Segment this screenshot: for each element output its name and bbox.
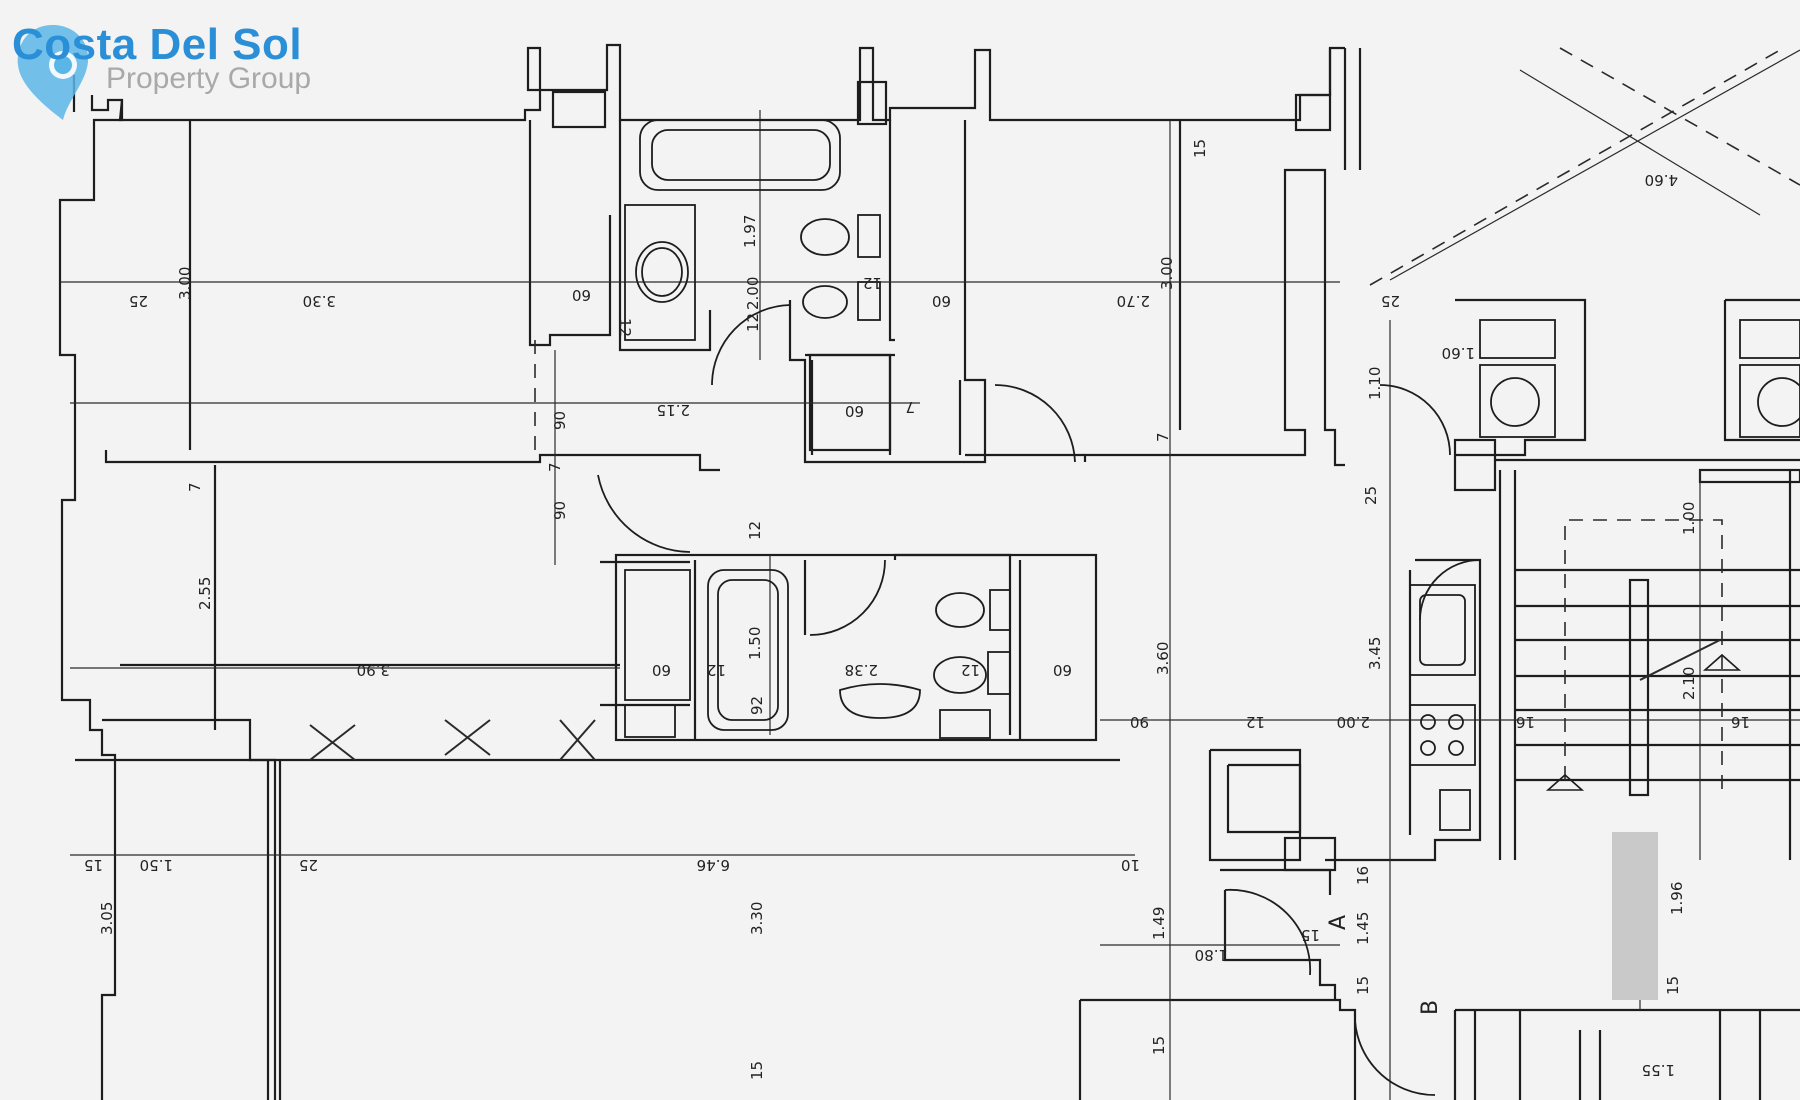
dim-label: 3.45: [1366, 637, 1384, 670]
dim-label: 60: [652, 661, 671, 679]
dim-label: 25: [1381, 292, 1400, 310]
dim-label: 4.60: [1645, 171, 1678, 189]
dim-label: 7: [1154, 432, 1172, 442]
dim-label: 1.10: [1366, 367, 1384, 400]
dim-label: 16: [1731, 713, 1750, 731]
dim-label: 3.30: [303, 292, 336, 310]
dim-label: 12: [746, 521, 764, 540]
dim-label: 1.60: [1442, 344, 1475, 362]
dim-label: 3.90: [357, 661, 390, 679]
dim-label: 7: [546, 462, 564, 472]
dimension-lines: [60, 49, 1800, 1100]
dim-label: 25: [299, 856, 318, 874]
fixtures: [624, 119, 1800, 831]
dim-label: 3.60: [1154, 642, 1172, 675]
dim-label: 1.45: [1354, 912, 1372, 945]
logo-subtitle: Property Group: [106, 62, 312, 95]
dim-label: 2.00: [744, 277, 762, 310]
dim-label: 2.10: [1680, 667, 1698, 700]
dim-label: 10: [1121, 856, 1140, 874]
dim-label: 90: [551, 501, 569, 520]
dim-label: 1.49: [1150, 907, 1168, 940]
dim-label: 60: [572, 286, 591, 304]
dimension-labels: 3.00 25 3.30 60 12 1.97 12 2.00 12 60 2.…: [84, 139, 1750, 1080]
dim-label: 12: [961, 661, 980, 679]
dim-label: 2.55: [196, 577, 214, 610]
dim-label: 92: [748, 696, 766, 715]
dim-label: 3.00: [1158, 257, 1176, 290]
dim-label: 90: [551, 411, 569, 430]
dim-label: 1.50: [746, 627, 764, 660]
redacted-block: [1612, 832, 1658, 1000]
dim-label: 25: [129, 292, 148, 310]
dim-label: 25: [1362, 486, 1380, 505]
dim-label: 16: [1516, 713, 1535, 731]
dim-label: 15: [1191, 139, 1209, 158]
walls: [58, 43, 1800, 1100]
section-label-b: B: [1418, 1000, 1443, 1015]
dim-label: 15: [1301, 926, 1320, 944]
dim-label: 1.96: [1668, 882, 1686, 915]
cross-marks: [309, 639, 1721, 761]
dim-label: 2.38: [845, 661, 878, 679]
dim-label: 7: [905, 398, 915, 416]
dim-label: 1.97: [741, 215, 759, 248]
dim-label: 3.30: [748, 902, 766, 935]
dim-label: 15: [1150, 1036, 1168, 1055]
dim-label: 12: [707, 661, 726, 679]
dim-label: 12: [863, 274, 882, 292]
map-pin-icon: [17, 25, 89, 120]
logo-title: Costa Del Sol: [12, 20, 303, 69]
dim-label: 6.46: [697, 856, 730, 874]
dim-label: 7: [186, 482, 204, 492]
dim-label: 60: [845, 402, 864, 420]
dim-label: 60: [1053, 661, 1072, 679]
stair-arrows: [1545, 653, 1742, 791]
dim-label: 1.55: [1642, 1061, 1675, 1079]
section-label-a: A: [1326, 915, 1351, 930]
dim-label: 15: [1354, 976, 1372, 995]
dim-label: 90: [1130, 713, 1149, 731]
dim-label: 2.70: [1117, 292, 1150, 310]
dim-label: 3.05: [98, 902, 116, 935]
door-swings: [597, 304, 1481, 1096]
dim-label: 2.15: [657, 401, 690, 419]
dim-label: 1.50: [140, 856, 173, 874]
dim-label: 12: [616, 318, 634, 337]
dim-label: 2.00: [1337, 713, 1370, 731]
dim-label: 15: [1664, 976, 1682, 995]
dim-label: 12: [744, 313, 762, 332]
dim-label: 15: [84, 856, 103, 874]
dim-label: 1.80: [1195, 946, 1228, 964]
dim-label: 60: [932, 292, 951, 310]
dim-label: 3.00: [176, 267, 194, 300]
dim-label: 15: [748, 1061, 766, 1080]
dim-label: 12: [1246, 713, 1265, 731]
dim-label: 1.00: [1680, 502, 1698, 535]
dim-label: 16: [1354, 866, 1372, 885]
